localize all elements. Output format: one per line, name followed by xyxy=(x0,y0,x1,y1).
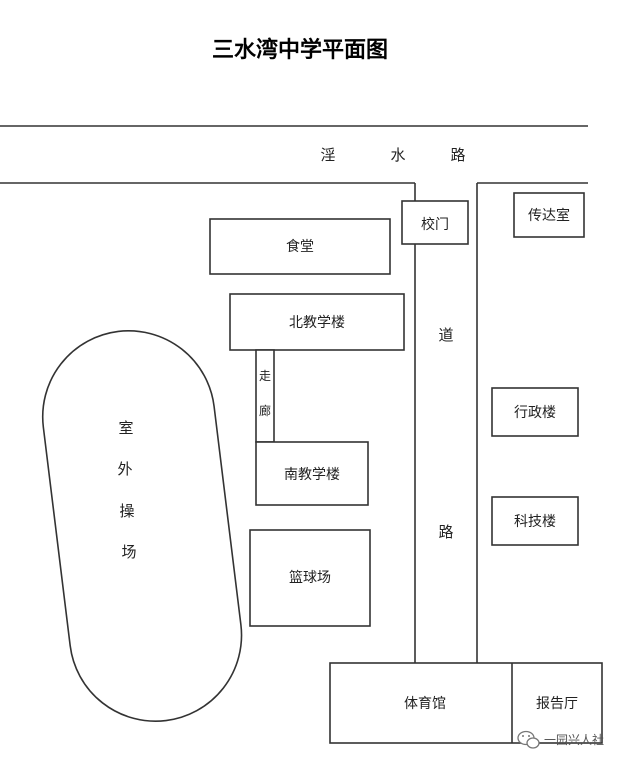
science-building-label: 科技楼 xyxy=(514,514,556,530)
north-building xyxy=(229,293,405,351)
admin-building-label: 行政楼 xyxy=(514,405,556,421)
watermark-text: 一园兴人社 xyxy=(544,732,604,747)
basketball-court-label: 篮球场 xyxy=(289,570,331,586)
street-label-char: 路 xyxy=(450,146,465,164)
corridor-label-char: 走 xyxy=(259,369,271,383)
street-label-char: 水 xyxy=(390,146,405,164)
north-building-label: 北教学楼 xyxy=(289,315,345,331)
gym-hall-complex xyxy=(329,662,603,744)
basketball-court xyxy=(249,529,371,627)
admin-building xyxy=(491,387,579,437)
hall-label: 报告厅 xyxy=(536,696,578,712)
road-label-char: 道 xyxy=(438,326,453,344)
guard-room-building xyxy=(513,192,585,238)
corridor-label-char: 廊 xyxy=(259,403,271,418)
guard-room-label: 传达室 xyxy=(528,207,570,224)
gate-label: 校门 xyxy=(421,216,449,233)
science-building xyxy=(491,496,579,546)
wechat-icon xyxy=(517,730,540,749)
outdoor-field xyxy=(41,330,243,722)
corridor xyxy=(255,349,275,443)
field-label-char: 场 xyxy=(121,543,136,561)
watermark: 一园兴人社 xyxy=(517,730,604,749)
street-label-char: 淫 xyxy=(320,146,335,164)
field-label-char: 室 xyxy=(118,419,133,437)
south-building xyxy=(255,441,369,506)
map-title: 三水湾中学平面图 xyxy=(212,37,388,63)
field-label-char: 外 xyxy=(117,460,132,478)
canteen-label: 食堂 xyxy=(286,238,314,255)
gym-label: 体育馆 xyxy=(404,696,446,712)
south-building-label: 南教学楼 xyxy=(284,467,340,483)
canteen-building xyxy=(209,218,391,275)
field-label-char: 操 xyxy=(119,502,134,520)
road-label-char: 路 xyxy=(438,523,453,541)
gate-building xyxy=(401,200,469,245)
